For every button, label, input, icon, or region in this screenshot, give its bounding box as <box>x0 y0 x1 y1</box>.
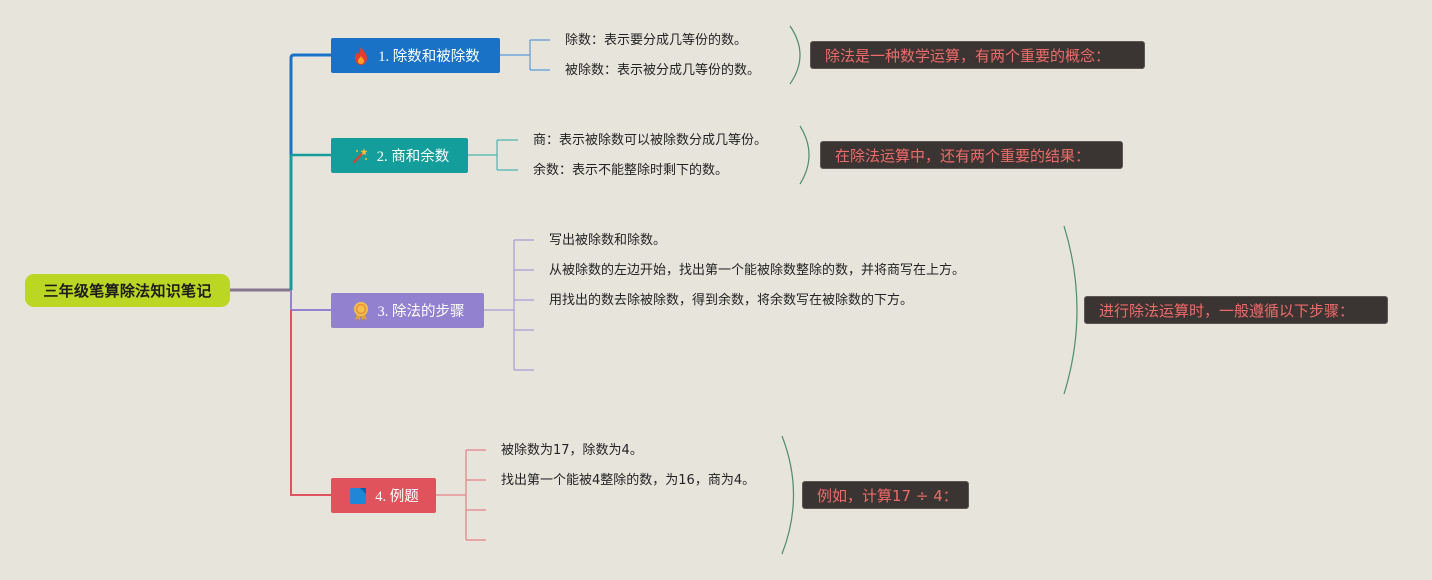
b3-note[interactable]: 进行除法运算时，一般遵循以下步骤： <box>1084 296 1388 324</box>
b1-bracket <box>789 25 801 85</box>
branch-3-label: 3. 除法的步骤 <box>377 304 465 320</box>
branch-2-topic[interactable]: 2. 商和余数 <box>331 138 468 173</box>
b4-bracket <box>781 435 795 555</box>
branch-4-topic[interactable]: 4. 例题 <box>331 478 436 513</box>
b1-note[interactable]: 除法是一种数学运算，有两个重要的概念： <box>810 41 1145 69</box>
spine-b3 <box>290 290 331 311</box>
b4-item-1[interactable]: 被除数为17，除数为4。 <box>501 443 643 458</box>
branch-1-topic[interactable]: 1. 除数和被除数 <box>331 38 500 73</box>
square-icon <box>348 486 368 506</box>
b3-item-1[interactable]: 写出被除数和除数。 <box>549 233 667 248</box>
b1-connector <box>500 39 550 71</box>
b4-note[interactable]: 例如，计算17 ÷ 4： <box>802 481 969 509</box>
b3-item-2[interactable]: 从被除数的左边开始，找出第一个能被除数整除的数，并将商写在上方。 <box>549 263 966 278</box>
b3-connector <box>484 239 534 371</box>
wand-icon <box>350 146 370 166</box>
b4-item-2[interactable]: 找出第一个能被4整除的数，为16，商为4。 <box>501 473 756 488</box>
branch-4-label: 4. 例题 <box>375 489 419 505</box>
b2-note[interactable]: 在除法运算中，还有两个重要的结果： <box>820 141 1123 169</box>
b2-connector <box>468 139 518 171</box>
fire-icon <box>351 46 371 66</box>
branch-2-label: 2. 商和余数 <box>376 149 450 165</box>
spine-top2 <box>289 53 331 155</box>
b2-item-1[interactable]: 商：表示被除数可以被除数分成几等份。 <box>533 133 768 148</box>
b3-bracket <box>1063 225 1078 395</box>
b1-item-2[interactable]: 被除数：表示被分成几等份的数。 <box>565 63 761 78</box>
b2-bracket <box>799 125 810 185</box>
medal-icon <box>351 301 371 321</box>
b2-item-2[interactable]: 余数：表示不能整除时剩下的数。 <box>533 163 729 178</box>
branch-3-topic[interactable]: 3. 除法的步骤 <box>331 293 484 328</box>
b4-connector <box>436 449 486 541</box>
branch-1-label: 1. 除数和被除数 <box>378 49 480 65</box>
spine-b4 <box>290 310 331 496</box>
root-topic[interactable]: 三年级笔算除法知识笔记 <box>25 274 230 307</box>
b3-item-3[interactable]: 用找出的数去除被除数，得到余数，将余数写在被除数的下方。 <box>549 293 914 308</box>
b1-item-1[interactable]: 除数：表示要分成几等份的数。 <box>565 33 748 48</box>
